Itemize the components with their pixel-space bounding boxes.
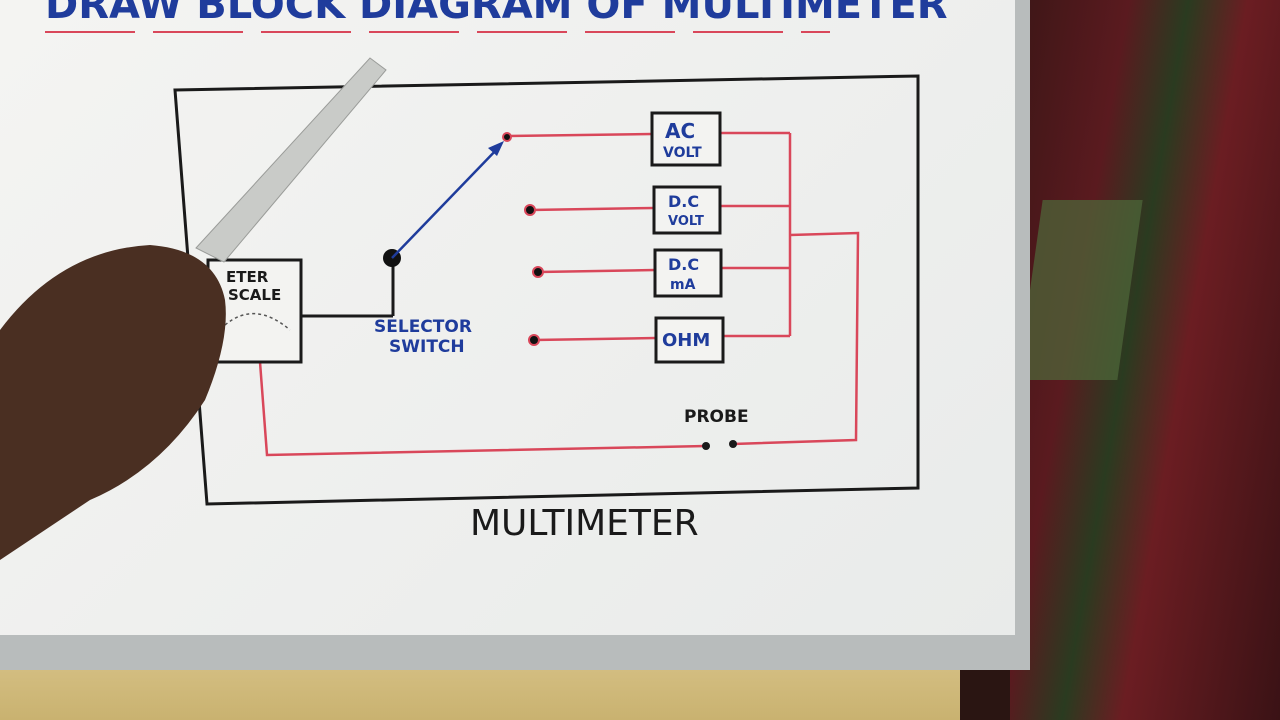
probe-terminal-right [729, 440, 737, 448]
selector-label-line1: SELECTOR [374, 317, 472, 337]
wires [258, 131, 860, 457]
title-text: DRAW BLOCK DIAGRAM OF MULTIMETER [45, 0, 948, 28]
selector-arrow [391, 145, 501, 259]
presenter-hand [0, 245, 226, 560]
selector-label-line2: SWITCH [389, 337, 465, 357]
dc-ma-block [653, 248, 723, 298]
dc-ma-line1: D.C [668, 255, 699, 274]
dc-ma-line2: mA [670, 277, 696, 293]
meter-label-line1: ETER [226, 268, 269, 286]
dc-volt-block [652, 185, 722, 235]
dc-volt-line1: D.C [668, 192, 699, 211]
ac-volt-block [650, 111, 722, 167]
arrow-head-icon [488, 141, 504, 156]
ac-volt-line1: AC [665, 119, 695, 143]
switch-terminals [502, 132, 544, 346]
diagram-caption: MULTIMETER [470, 503, 699, 544]
dc-volt-line2: VOLT [668, 214, 704, 229]
pointer-stick [195, 57, 387, 263]
probe-label: PROBE [684, 407, 749, 427]
meter-label-line2: SCALE [228, 286, 281, 304]
ac-volt-line2: VOLT [663, 145, 702, 161]
ohm-label: OHM [662, 330, 710, 351]
probe-terminal-left [702, 442, 710, 450]
meter-dial-icon [224, 312, 291, 331]
ohm-block [654, 316, 725, 364]
curtain [1010, 0, 1280, 720]
